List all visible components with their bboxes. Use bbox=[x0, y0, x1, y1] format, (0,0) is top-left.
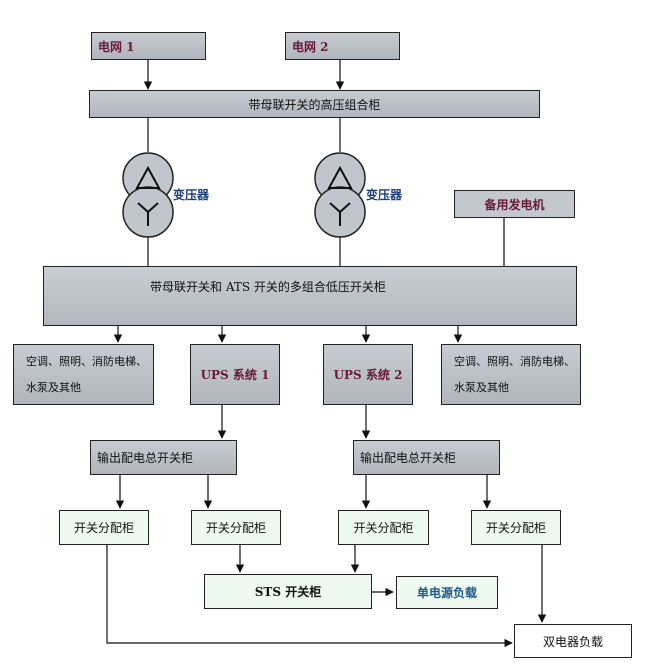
load-left-box: 空调、照明、消防电梯、 水泵及其他 bbox=[13, 344, 154, 405]
sts-switch-cabinet: STS 开关柜 bbox=[204, 574, 372, 609]
load-right-line2: 水泵及其他 bbox=[454, 380, 509, 394]
backup-generator-box: 备用发电机 bbox=[454, 190, 575, 218]
ups-system-1-box: UPS 系统 1 bbox=[190, 344, 280, 405]
transformer-1-label: 变压器 bbox=[173, 188, 210, 202]
hv-combination-cabinet: 带母联开关的高压组合柜 bbox=[89, 90, 540, 118]
load-right-line1: 空调、照明、消防电梯、 bbox=[454, 354, 575, 368]
grid-1-box: 电网 1 bbox=[91, 32, 206, 60]
transformer-1-icon bbox=[122, 152, 174, 238]
output-distribution-cabinet-1: 输出配电总开关柜 bbox=[90, 440, 237, 475]
single-source-load-box: 单电源负载 bbox=[396, 576, 498, 609]
load-right-box: 空调、照明、消防电梯、 水泵及其他 bbox=[441, 344, 581, 405]
lv-switchgear-cabinet bbox=[43, 266, 577, 326]
switch-distribution-cabinet-2: 开关分配柜 bbox=[191, 510, 281, 545]
switch-distribution-cabinet-1: 开关分配柜 bbox=[59, 510, 149, 545]
lv-switchgear-title: 带母联开关和 ATS 开关的多组合低压开关柜 bbox=[150, 280, 386, 294]
switch-distribution-cabinet-3: 开关分配柜 bbox=[338, 510, 429, 545]
transformer-2-label: 变压器 bbox=[366, 188, 403, 202]
transformer-2-icon bbox=[314, 152, 366, 238]
arrow-dist1-dual bbox=[106, 545, 513, 648]
load-left-line2: 水泵及其他 bbox=[26, 380, 81, 394]
load-left-line1: 空调、照明、消防电梯、 bbox=[26, 354, 147, 368]
output-distribution-cabinet-2: 输出配电总开关柜 bbox=[353, 440, 500, 475]
dual-source-load-box: 双电器负载 bbox=[514, 624, 632, 658]
switch-distribution-cabinet-4: 开关分配柜 bbox=[471, 510, 561, 545]
grid-2-box: 电网 2 bbox=[285, 32, 400, 60]
ups-system-2-box: UPS 系统 2 bbox=[323, 344, 413, 405]
